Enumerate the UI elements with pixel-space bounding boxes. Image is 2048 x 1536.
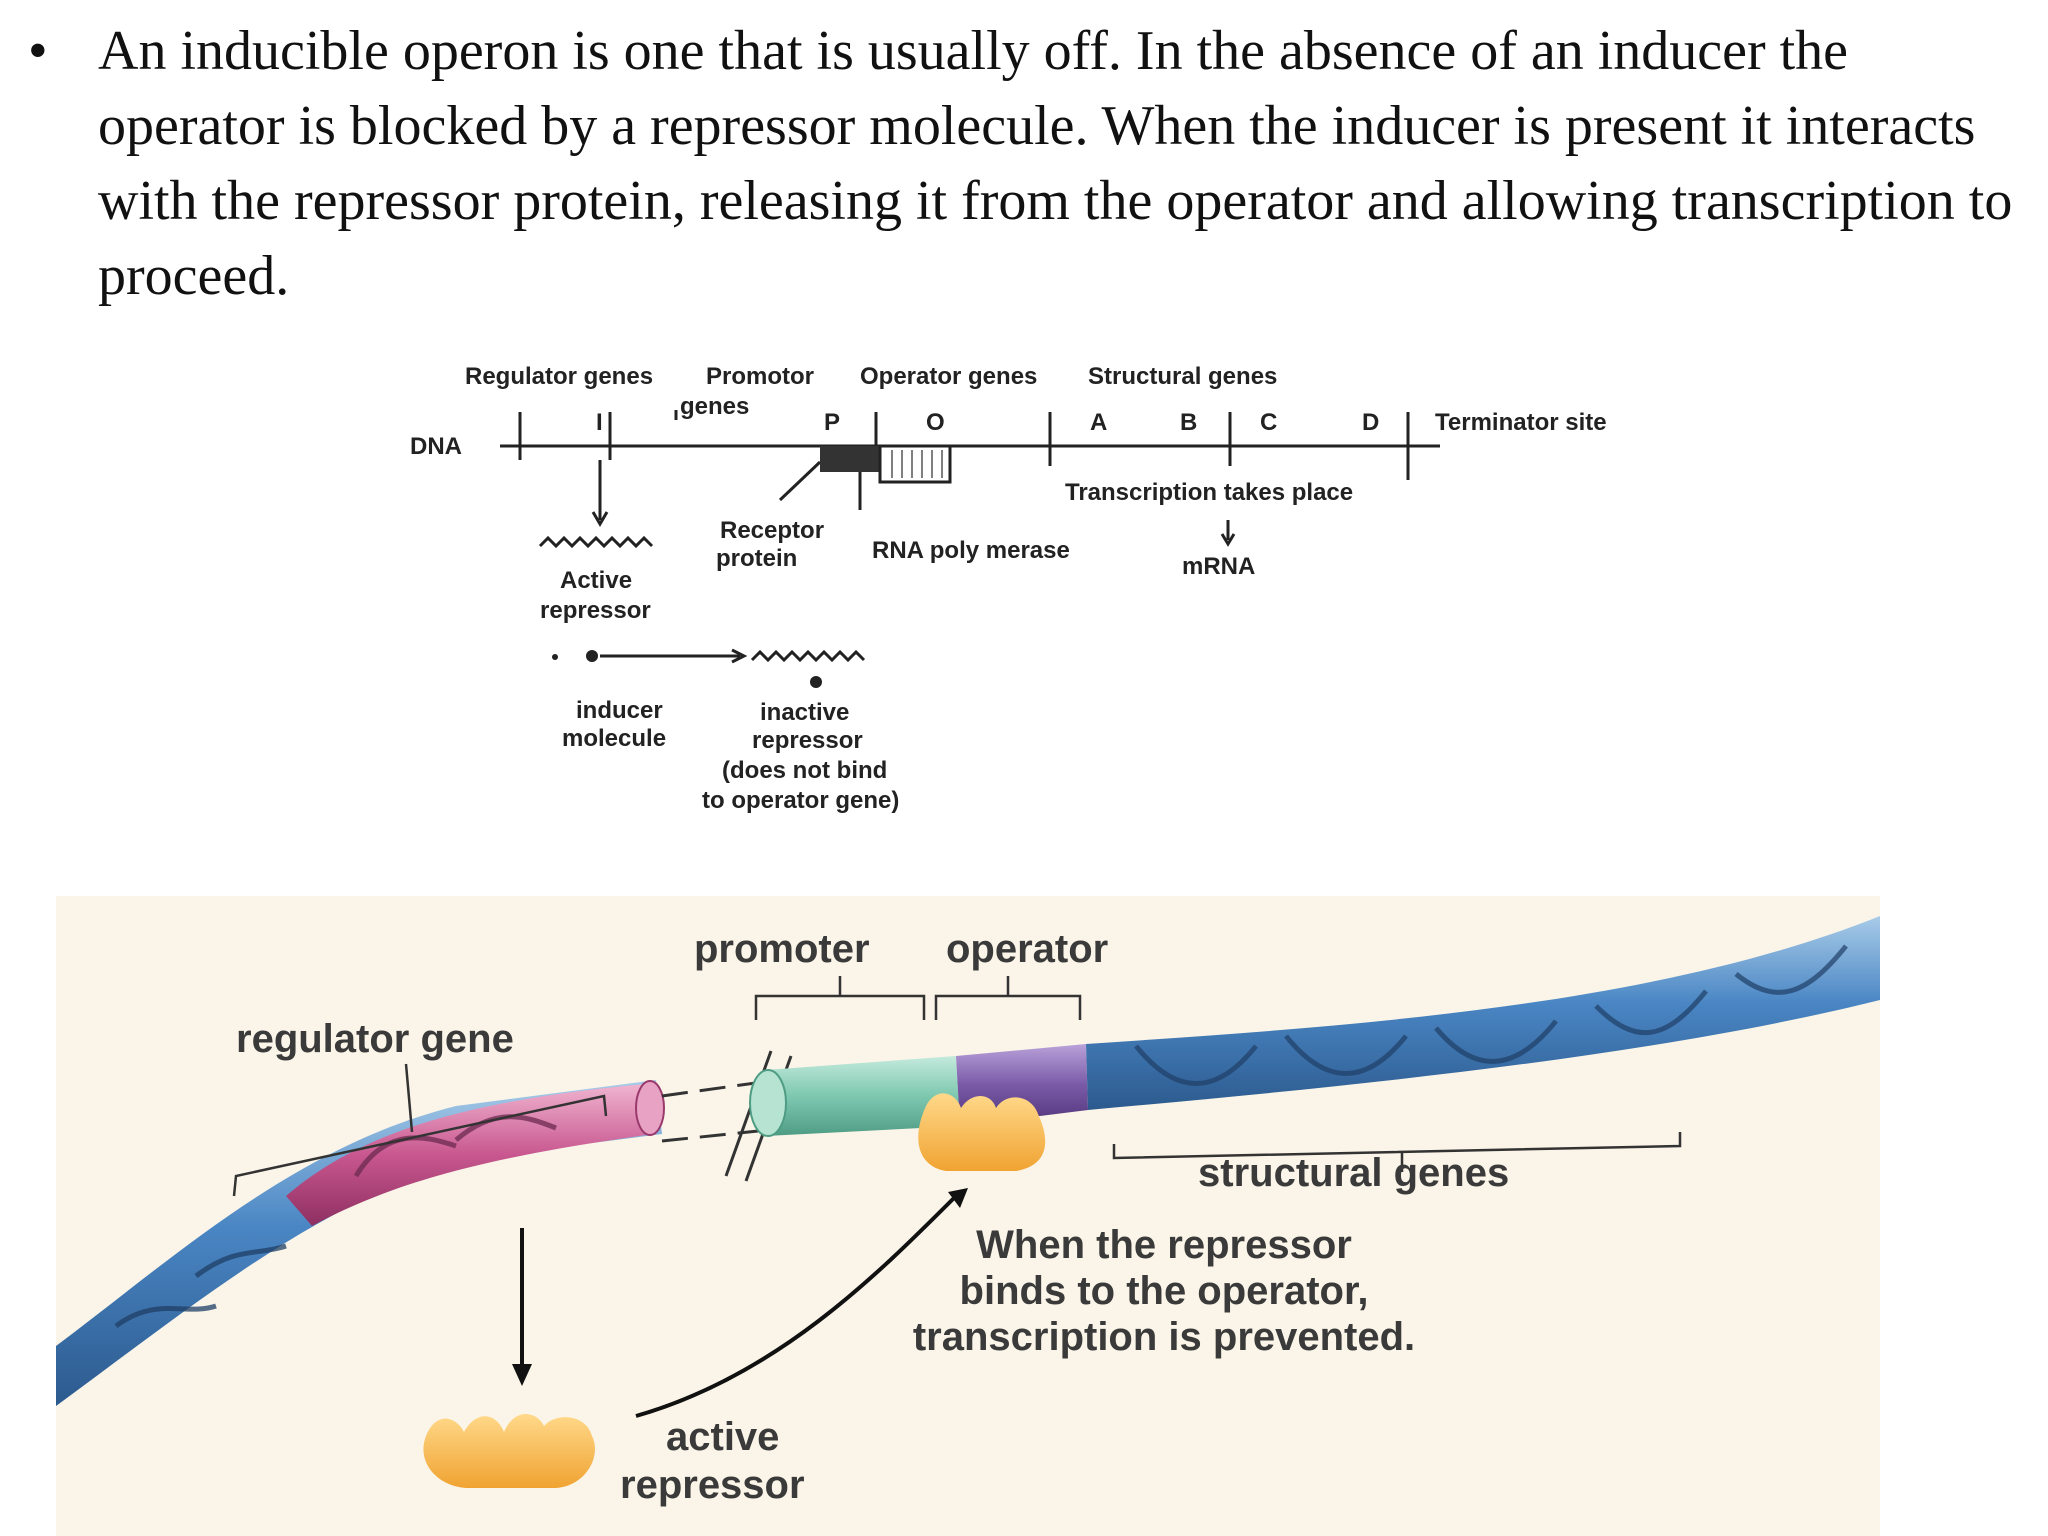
sk-repressor2: repressor	[752, 727, 863, 754]
sk-o: O	[926, 409, 945, 436]
active-repressor-shape	[423, 1413, 595, 1488]
bound-inducer-dot	[810, 676, 822, 688]
sk-inducer: inducer	[576, 697, 663, 724]
sk-inactive: inactive	[760, 699, 849, 726]
sk-genes: genes	[680, 393, 749, 420]
sk-terminator-site: Terminator site	[1435, 409, 1607, 436]
bullet-dot: •	[28, 20, 48, 82]
caption-line-1: When the repressor	[976, 1223, 1352, 1267]
sk-repressor: repressor	[540, 597, 651, 624]
sk-receptor: Receptor	[720, 517, 824, 544]
label-repressor: repressor	[620, 1463, 805, 1507]
rna-polymerase-block	[878, 444, 952, 484]
operon-illustration: promoter operator regulator gene structu…	[56, 896, 1880, 1536]
sk-mrna: mRNA	[1182, 553, 1255, 580]
sk-does-not-bind: (does not bind	[722, 757, 887, 784]
sk-transcription: Transcription takes place	[1065, 479, 1353, 506]
sk-c: C	[1260, 409, 1277, 436]
sk-operator-genes: Operator genes	[860, 363, 1037, 390]
label-active: active	[666, 1415, 779, 1459]
bound-repressor	[918, 1093, 1046, 1171]
sk-protein: protein	[716, 545, 797, 572]
sk-molecule: molecule	[562, 725, 666, 752]
structural-dna-strand	[1086, 916, 1880, 1110]
sk-promotor: Promotor	[706, 363, 814, 390]
sk-i: I	[596, 409, 603, 436]
caption-line-3: transcription is prevented.	[913, 1315, 1415, 1359]
receptor-protein-block	[820, 446, 880, 472]
caption-line-2: binds to the operator,	[960, 1269, 1369, 1313]
label-operator: operator	[946, 927, 1108, 971]
label-structural-genes: structural genes	[1198, 1151, 1509, 1195]
bullet-text: An inducible operon is one that is usual…	[98, 20, 2013, 307]
promoter-segment	[766, 1056, 960, 1136]
sk-p: P	[824, 409, 840, 436]
sk-regulator-genes: Regulator genes	[465, 363, 653, 390]
sk-structural-genes: Structural genes	[1088, 363, 1277, 390]
sk-a: A	[1090, 409, 1107, 436]
sk-to-operator: to operator gene)	[702, 787, 899, 814]
label-promoter: promoter	[694, 927, 870, 971]
sk-d: D	[1362, 409, 1379, 436]
regulator-gene-segment	[286, 1084, 654, 1226]
sk-active: Active	[560, 567, 632, 594]
sk-rna-polymerase: RNA poly merase	[872, 537, 1070, 564]
label-regulator-gene: regulator gene	[236, 1017, 514, 1061]
operon-sketch: Regulator genes Promotor genes Operator …	[410, 363, 1607, 814]
sk-b: B	[1180, 409, 1197, 436]
inducer-dot	[586, 650, 598, 662]
inducer-dot-small	[552, 654, 558, 660]
sk-dna: DNA	[410, 433, 462, 460]
